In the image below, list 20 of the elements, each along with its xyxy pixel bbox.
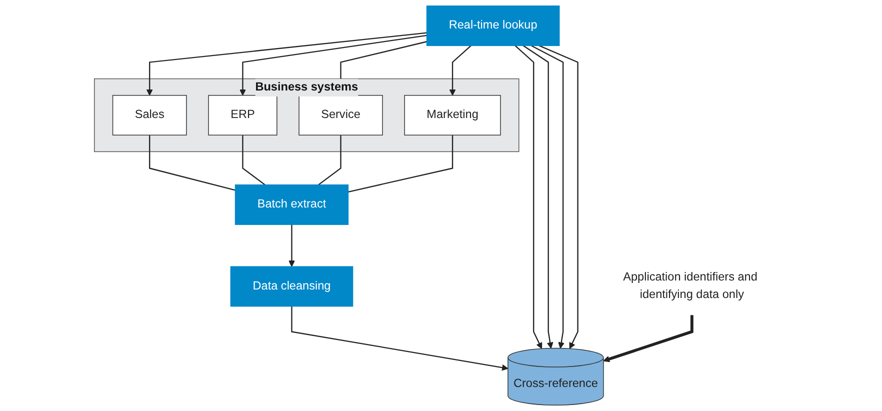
node-box: Marketing — [404, 94, 501, 136]
connector — [348, 135, 454, 192]
arrow — [603, 315, 694, 362]
node-box: Batch extract — [234, 184, 349, 225]
node-box: ERP — [208, 94, 278, 136]
node-box: Sales — [112, 94, 187, 136]
arrow — [514, 45, 542, 349]
connector — [242, 135, 266, 186]
arrow — [291, 306, 508, 371]
arrow — [449, 45, 472, 96]
node-box: Real-time lookup — [426, 6, 560, 46]
arrow — [530, 45, 564, 349]
node-box: Data cleansing — [230, 266, 354, 307]
connector — [149, 135, 236, 191]
connector — [318, 135, 342, 186]
arrow — [288, 224, 295, 267]
arrow — [522, 45, 554, 349]
node-text: Application identifiers and identifying data only — [623, 270, 758, 302]
node-box: Service — [298, 94, 383, 136]
arrow — [539, 45, 578, 349]
